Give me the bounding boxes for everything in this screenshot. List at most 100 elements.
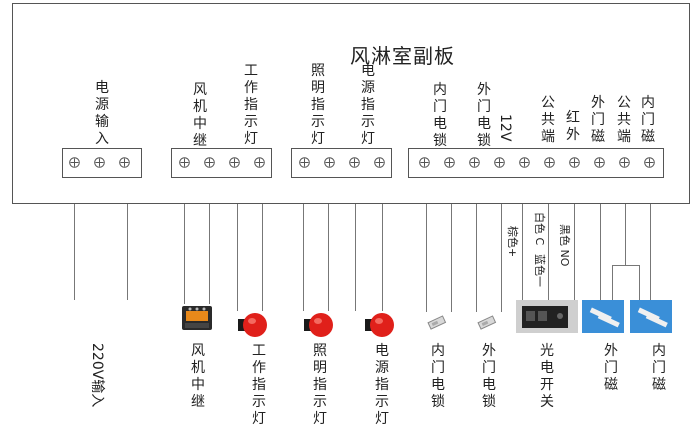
label-char: 锁 bbox=[482, 394, 496, 410]
label-char: 示 bbox=[361, 114, 375, 130]
screw-terminal-icon bbox=[494, 157, 505, 168]
label-char: 端 bbox=[541, 129, 555, 145]
label-char: 指 bbox=[244, 97, 258, 113]
label-char: 共 bbox=[617, 112, 631, 128]
label-inner-lock: 内门电锁 bbox=[432, 82, 448, 150]
label-char: 光 bbox=[540, 343, 554, 359]
label-char: 工 bbox=[244, 63, 258, 79]
label-char: 电 bbox=[433, 116, 447, 132]
label-power-input: 电源输入 bbox=[94, 80, 110, 148]
label-char: 外 bbox=[591, 95, 605, 111]
label-char: 作 bbox=[252, 360, 266, 376]
label-char: 示 bbox=[311, 114, 325, 130]
label-inner-mag: 内门磁 bbox=[640, 95, 656, 146]
screw-terminal-icon bbox=[444, 157, 455, 168]
label-char: 磁 bbox=[652, 377, 666, 393]
label-infrared: 红外 bbox=[565, 110, 581, 144]
label-char: 风 bbox=[193, 82, 207, 98]
screw-terminal-icon bbox=[254, 157, 265, 168]
label-work-light: 工作指示灯 bbox=[243, 63, 259, 148]
label-char: 锁 bbox=[477, 133, 491, 149]
label-outer-lock: 外门电锁 bbox=[476, 82, 492, 150]
label-char: 照 bbox=[311, 63, 325, 79]
screw-terminal-icon bbox=[204, 157, 215, 168]
bottom-label-fan-relay: 风机中继 bbox=[190, 343, 206, 411]
label-char: 外 bbox=[566, 127, 580, 143]
label-char: 内 bbox=[652, 343, 666, 359]
label-char: 门 bbox=[652, 360, 666, 376]
screw-terminal-icon bbox=[519, 157, 530, 168]
label-char: 门 bbox=[641, 112, 655, 128]
screw-terminal-icon bbox=[179, 157, 190, 168]
board-title: 风淋室副板 bbox=[350, 44, 455, 68]
label-char: 内 bbox=[431, 343, 445, 359]
label-char: 外 bbox=[604, 343, 618, 359]
label-power-light: 电源指示灯 bbox=[360, 63, 376, 148]
label-char: 中 bbox=[191, 377, 205, 393]
label-char: 锁 bbox=[433, 133, 447, 149]
label-char: 输 bbox=[95, 114, 109, 130]
label-char: 红 bbox=[566, 110, 580, 126]
label-outer-mag: 外门磁 bbox=[590, 95, 606, 146]
door-lock-icon bbox=[427, 315, 447, 330]
label-char: 指 bbox=[311, 97, 325, 113]
wire-common-b bbox=[639, 265, 640, 300]
label-char: 磁 bbox=[591, 129, 605, 145]
bottom-label-inner-lock: 内门电锁 bbox=[430, 343, 446, 411]
label-char: 开 bbox=[540, 377, 554, 393]
label-char: 指 bbox=[313, 377, 327, 393]
bottom-label-illum-light: 照明指示灯 bbox=[312, 343, 328, 428]
wire-sensor-black bbox=[574, 204, 575, 300]
label-char: 外 bbox=[477, 82, 491, 98]
label-char: 示 bbox=[252, 394, 266, 410]
label-char: 源 bbox=[375, 360, 389, 376]
terminal-block-locks-sensors bbox=[408, 148, 664, 178]
label-char: 指 bbox=[361, 97, 375, 113]
screw-terminal-icon bbox=[419, 157, 430, 168]
label-char: 端 bbox=[617, 129, 631, 145]
label-char: 门 bbox=[591, 112, 605, 128]
label-char: 电 bbox=[95, 80, 109, 96]
indicator-lamp-icon bbox=[304, 313, 333, 337]
screw-terminal-icon bbox=[349, 157, 360, 168]
label-char: 门 bbox=[431, 360, 445, 376]
screw-terminal-icon bbox=[324, 157, 335, 168]
label-char: 工 bbox=[252, 343, 266, 359]
screw-terminal-icon bbox=[644, 157, 655, 168]
wire-label-white: 白色 C bbox=[533, 212, 546, 246]
bottom-label-outer-mag: 外门磁 bbox=[603, 343, 619, 394]
label-char: 中 bbox=[193, 116, 207, 132]
label-char: 灯 bbox=[244, 131, 258, 147]
label-char: 源 bbox=[95, 97, 109, 113]
screw-terminal-icon bbox=[544, 157, 555, 168]
label-char: 继 bbox=[191, 394, 205, 410]
magnetic-switch-icon bbox=[582, 300, 624, 333]
indicator-lamp-icon bbox=[238, 313, 267, 337]
bottom-label-outer-lock: 外门电锁 bbox=[481, 343, 497, 411]
wire-inner-lock-1 bbox=[426, 204, 427, 312]
wire-label-brown: 棕色+ bbox=[506, 226, 519, 258]
label-char: 灯 bbox=[311, 131, 325, 147]
label-char: 示 bbox=[244, 114, 258, 130]
wire-220v-n bbox=[127, 204, 128, 300]
screw-terminal-icon bbox=[569, 157, 580, 168]
label-fan-relay: 风机中继 bbox=[192, 82, 208, 150]
label-char: 机 bbox=[193, 99, 207, 115]
wire-common-split bbox=[612, 265, 640, 266]
magnetic-switch-icon bbox=[630, 300, 672, 333]
screw-terminal-icon bbox=[94, 157, 105, 168]
wire-label-blue: 蓝色一 bbox=[533, 254, 546, 287]
label-char: 示 bbox=[375, 394, 389, 410]
label-char: 门 bbox=[433, 99, 447, 115]
label-char: 电 bbox=[361, 63, 375, 79]
label-char: 锁 bbox=[431, 394, 445, 410]
label-char: 入 bbox=[95, 131, 109, 147]
wire-power-2 bbox=[382, 204, 383, 311]
label-illum-light: 照明指示灯 bbox=[310, 63, 326, 148]
screw-terminal-icon bbox=[229, 157, 240, 168]
label-char: 继 bbox=[193, 133, 207, 149]
wire-illum-1 bbox=[303, 204, 304, 311]
label-char: 灯 bbox=[361, 131, 375, 147]
label-char: 作 bbox=[244, 80, 258, 96]
screw-terminal-icon bbox=[619, 157, 630, 168]
